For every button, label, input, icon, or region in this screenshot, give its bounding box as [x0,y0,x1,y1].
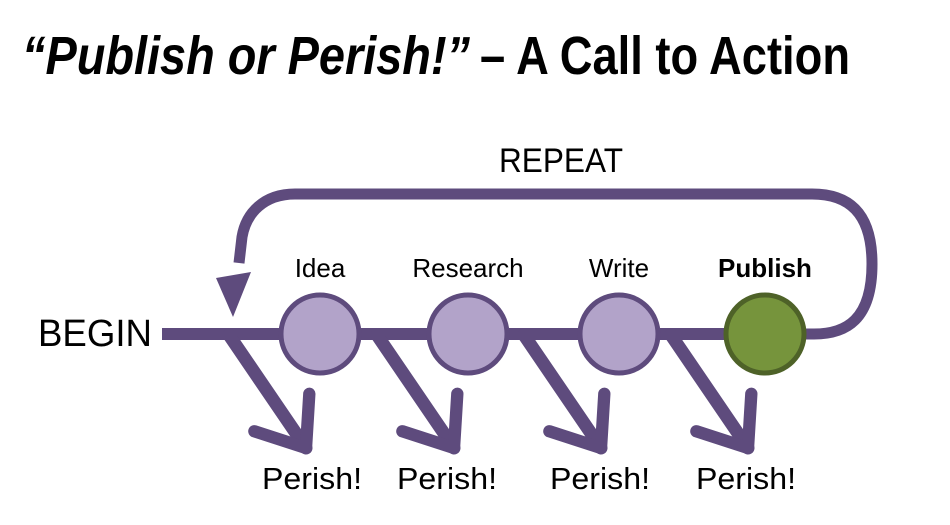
step-circle-publish [723,292,807,376]
perish-label-2: Perish! [397,461,497,496]
step-label-write: Write [589,253,649,283]
begin-label: BEGIN [38,313,152,355]
repeat-label: REPEAT [499,142,623,180]
perish-arrow-4 [664,328,758,455]
repeat-loop-arrow [233,188,878,340]
step-circle-research [426,292,510,376]
step-label-idea: Idea [295,253,346,283]
step-circle-write [577,292,661,376]
step-label-publish: Publish [718,253,812,283]
slide-title-quote: “Publish or Perish!” [22,26,470,86]
perish-label-4: Perish! [696,461,796,496]
perish-label-1: Perish! [262,461,362,496]
step-label-research: Research [412,253,523,283]
repeat-loop-arrowhead-icon [216,272,251,317]
step-circle-idea [278,292,362,376]
perish-arrow-2 [370,328,464,455]
perish-arrow-3 [517,328,611,455]
perish-label-3: Perish! [550,461,650,496]
slide-title-rest: – A Call to Action [480,26,850,86]
perish-arrow-1 [222,328,316,455]
